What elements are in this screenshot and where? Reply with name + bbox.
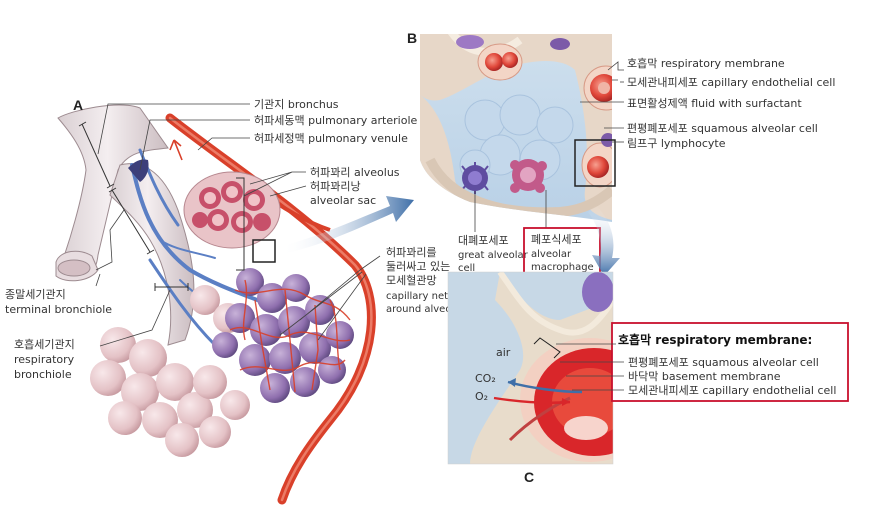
label-respiratory-bronchiole-en-2: bronchiole [14,368,72,381]
detail-box-b [574,139,616,187]
alveolar-macrophage-cell [510,159,547,193]
venule-arrow [169,139,183,161]
label-squamous-c: 편평폐포세포 squamous alveolar cell [628,356,819,369]
panel-label-c: C [524,469,534,485]
label-squamous-alveolar-b: 편평폐포세포 squamous alveolar cell [627,122,818,135]
label-capillary-en-1: capillary networks [386,291,477,302]
label-air: air [496,346,511,359]
panel-label-a: A [73,97,83,113]
great-alveolar-cell [461,162,489,194]
label-respiratory-bronchiole-en-1: respiratory [14,353,75,366]
label-macrophage-en-1: alveolar [531,249,572,260]
respiratory-membrane-highlight-box [611,322,849,402]
label-endothelial-c: 모세관내피세포 capillary endothelial cell [628,384,836,397]
arrow-a-to-b [282,196,414,254]
bronchus-brackets [78,121,245,291]
panel-c-illustration: C [447,271,614,485]
label-pulmonary-venule: 허파세정맥 pulmonary venule [254,132,408,145]
capillary-network-cluster [212,268,354,403]
label-basement-membrane: 바닥막 basement membrane [628,370,781,383]
label-capillary-ko-3: 모세혈관망 [386,273,437,287]
panel-c-labels: air CO₂ O₂ 호흡막 respiratory membrane: 편평폐… [475,322,849,403]
label-capillary-ko-1: 허파꽈리를 [386,246,437,259]
label-respiratory-membrane-b: 호흡막 respiratory membrane [627,56,785,70]
panel-a-labels: A 기관지 bronchus 허파세동맥 pulmonary arteriole… [5,97,477,381]
label-alveolar-sac-ko: 허파꽈리낭 [310,180,361,193]
label-bronchus: 기관지 bronchus [254,98,339,111]
alveolar-cluster-lower [90,285,250,457]
vein-segment [128,159,149,182]
arrow-b-to-c [588,205,620,276]
panel-label-b: B [407,30,417,46]
label-macrophage-ko: 폐포식세포 [531,233,582,246]
label-lymphocyte: 림프구 lymphocyte [627,137,726,150]
label-terminal-bronchiole-en: terminal bronchiole [5,303,112,316]
label-great-alveolar-ko: 대폐포세포 [458,234,509,247]
detail-box-a [252,239,276,263]
label-terminal-bronchiole-ko: 종말세기관지 [5,288,66,301]
label-respiratory-membrane-c: 호흡막 respiratory membrane: [618,332,812,347]
capillary-mesh [229,279,351,393]
label-co2: CO₂ [475,372,496,385]
label-great-alveolar-en-1: great alveolar [458,250,529,261]
label-great-alveolar-en-2: cell [458,263,475,274]
bronchiole-tube [109,163,195,346]
label-o2: O₂ [475,390,488,403]
label-fluid-surfactant: 표면활성제액 fluid with surfactant [627,96,802,110]
bronchus-opening [57,259,91,277]
label-macrophage-en-2: macrophage [531,262,594,273]
label-capillary-ko-2: 둘러싸고 있는 [386,260,450,273]
label-capillary-en-2: around alveolus [386,304,466,315]
alveolar-sac [183,171,281,249]
panel-b-illustration: B [407,30,616,222]
label-respiratory-bronchiole-ko: 호흡세기관지 [14,337,75,351]
panel-b-labels: 호흡막 respiratory membrane 모세관내피세포 capilla… [458,56,835,274]
panel-a-illustration [55,104,376,505]
label-capillary-endothelial-b: 모세관내피세포 capillary endothelial cell [627,76,835,89]
label-alveolar-sac-en: alveolar sac [310,194,376,207]
label-pulmonary-arteriole: 허파세동맥 pulmonary arteriole [254,114,418,127]
label-alveolus: 허파꽈리 alveolus [310,166,400,179]
